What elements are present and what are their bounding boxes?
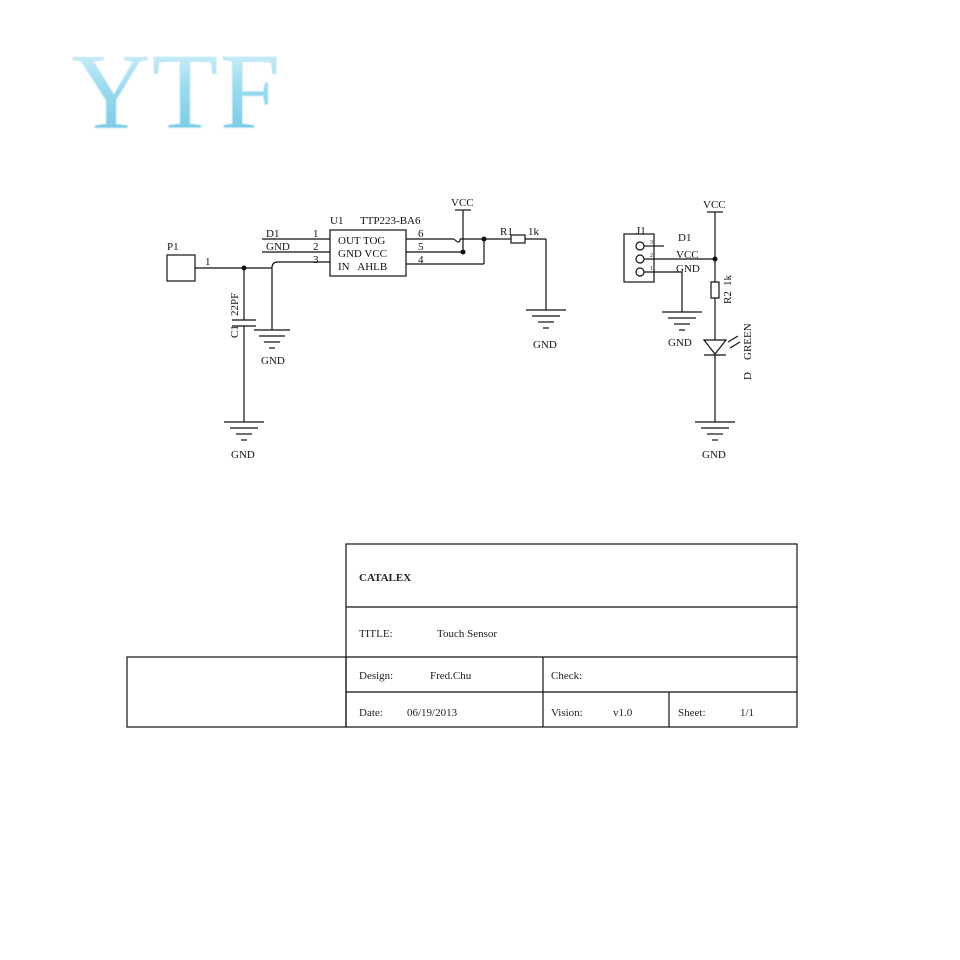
gnd-symbol-r1 (526, 309, 566, 329)
gnd-symbol-c1 (224, 421, 264, 441)
u1-pin-4: 4 (418, 254, 424, 266)
gnd-symbol-led (695, 421, 735, 441)
u1-row-3: IN AHLB (338, 261, 387, 273)
led-color: GREEN (742, 323, 754, 360)
gnd-label-c1: GND (231, 449, 255, 461)
u1-net-gnd: GND (266, 241, 290, 253)
vcc-label-right: VCC (703, 199, 726, 211)
j1-pin-1: 1 (650, 266, 653, 272)
r2-resistor (710, 281, 720, 299)
u1-row-2: GND VCC (338, 248, 387, 260)
j1-connector (623, 233, 655, 283)
j1-net-gnd: GND (676, 263, 700, 275)
u1-net-d1: D1 (266, 228, 279, 240)
j1-pin-3: 3 (650, 240, 653, 246)
u1-pin-5: 5 (418, 241, 424, 253)
gnd-label-led: GND (702, 449, 726, 461)
r1-value: 1k (528, 226, 540, 238)
u1-pin-2: 2 (313, 241, 319, 253)
gnd-label-j1: GND (668, 337, 692, 349)
led-ref: D (742, 372, 754, 380)
j1-pin-2: 2 (650, 253, 653, 259)
u1-pin-6: 6 (418, 228, 424, 240)
p1-ref: P1 (167, 241, 179, 253)
r2-value: 1k (722, 275, 734, 287)
vcc-label-u1: VCC (451, 197, 474, 209)
p1-pad (166, 254, 196, 282)
gnd-symbol-j1 (662, 311, 702, 331)
gnd-label-r1: GND (533, 339, 557, 351)
c1-value: 22PF (229, 293, 241, 316)
gnd-label-u1: GND (261, 355, 285, 367)
p1-pin: 1 (205, 256, 211, 268)
j1-ref: J1 (636, 225, 646, 237)
u1-ic-body (329, 229, 407, 277)
u1-part: TTP223-BA6 (360, 215, 421, 227)
u1-pin-1: 1 (313, 228, 319, 240)
r1-resistor (510, 234, 526, 244)
r2-ref: R2 (722, 291, 734, 304)
c1-ref: C1 (229, 325, 241, 338)
gnd-symbol-u1 (254, 329, 290, 349)
j1-net-vcc: VCC (676, 249, 699, 261)
u1-row-1: OUT TOG (338, 235, 385, 247)
led-green (702, 335, 741, 356)
j1-net-d1: D1 (678, 232, 691, 244)
u1-pin-3: 3 (313, 254, 319, 266)
logo-text: YTF (72, 33, 282, 152)
ytf-logo: YTF (72, 33, 282, 153)
u1-ref: U1 (330, 215, 343, 227)
r1-ref: R1 (500, 226, 513, 238)
